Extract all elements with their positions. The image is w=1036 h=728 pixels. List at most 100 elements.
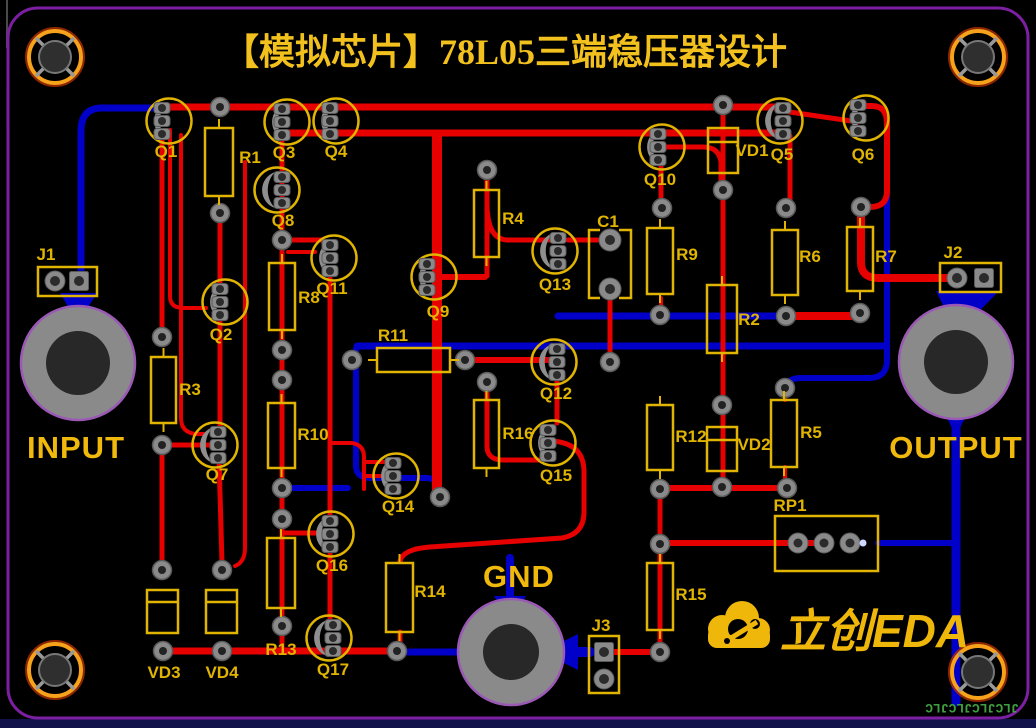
pad-gnd[interactable] — [456, 597, 566, 707]
via[interactable] — [271, 508, 293, 530]
via[interactable] — [209, 202, 231, 224]
component-Q7[interactable]: Q7 — [191, 421, 239, 485]
component-R7[interactable]: R7 — [845, 218, 897, 300]
via[interactable] — [849, 302, 871, 324]
via[interactable] — [271, 369, 293, 391]
via[interactable] — [775, 305, 797, 327]
via[interactable] — [651, 197, 673, 219]
component-VD3[interactable]: VD3 — [145, 588, 181, 682]
via[interactable] — [271, 229, 293, 251]
via[interactable] — [649, 478, 671, 500]
component-Q14[interactable]: Q14 — [372, 452, 420, 517]
via[interactable] — [271, 615, 293, 637]
component-R16[interactable]: R16 — [472, 391, 534, 477]
ref-designator: R11 — [378, 326, 408, 345]
pad-hole — [554, 260, 562, 268]
via[interactable] — [649, 533, 671, 555]
component-VD1[interactable]: VD1 — [706, 126, 769, 175]
via[interactable] — [152, 640, 174, 662]
mounting-hole[interactable] — [25, 27, 85, 87]
component-R4[interactable]: R4 — [472, 181, 524, 266]
via[interactable] — [712, 94, 734, 116]
via[interactable] — [151, 559, 173, 581]
via[interactable] — [341, 349, 363, 371]
via[interactable] — [649, 641, 671, 663]
mounting-hole[interactable] — [948, 642, 1008, 702]
pin1-dot — [859, 539, 867, 547]
output-label[interactable]: OUTPUT — [889, 430, 1022, 465]
component-Q4[interactable]: Q4 — [312, 97, 360, 162]
component-R6[interactable]: R6 — [770, 221, 821, 304]
component-R14[interactable]: R14 — [384, 554, 446, 641]
component-R8[interactable]: R8 — [267, 254, 320, 339]
component-Q5[interactable]: Q5 — [756, 97, 804, 165]
via[interactable] — [151, 434, 173, 456]
via[interactable] — [151, 326, 173, 348]
component-Q2[interactable]: Q2 — [201, 278, 249, 345]
mounting-holes-layer[interactable] — [25, 27, 1008, 702]
component-R10[interactable]: R10 — [266, 394, 329, 477]
via[interactable] — [711, 394, 733, 416]
via[interactable] — [599, 351, 621, 373]
via[interactable] — [209, 96, 231, 118]
via[interactable] — [712, 179, 734, 201]
traces-top-layer[interactable] — [158, 103, 958, 655]
via[interactable] — [211, 559, 233, 581]
component-Q15[interactable]: Q15 — [529, 419, 577, 486]
component-Q10[interactable]: Q10 — [638, 123, 686, 190]
component-VD4[interactable]: VD4 — [204, 588, 239, 682]
component-R12[interactable]: R12 — [645, 396, 707, 479]
via[interactable] — [476, 371, 498, 393]
via[interactable] — [649, 304, 671, 326]
component-R15[interactable]: R15 — [645, 554, 707, 639]
component-Q11[interactable]: Q11 — [310, 234, 358, 299]
component-R3[interactable]: R3 — [149, 348, 201, 432]
via[interactable] — [850, 196, 872, 218]
pad-output[interactable] — [897, 303, 1015, 421]
big-pads-layer[interactable] — [19, 303, 1015, 707]
component-Q1[interactable]: Q1 — [145, 97, 193, 162]
component-Q3[interactable]: Q3 — [263, 98, 311, 163]
via[interactable] — [776, 477, 798, 499]
component-R5[interactable]: R5 — [769, 391, 822, 476]
via[interactable] — [429, 486, 451, 508]
via[interactable] — [271, 339, 293, 361]
mounting-hole[interactable] — [25, 640, 85, 700]
input-label[interactable]: INPUT — [27, 430, 125, 465]
component-Q16[interactable]: Q16 — [307, 510, 355, 576]
via[interactable] — [774, 377, 796, 399]
mounting-hole[interactable] — [948, 27, 1008, 87]
component-Q13[interactable]: Q13 — [531, 227, 579, 295]
pad-hole — [423, 286, 431, 294]
header-J2[interactable]: J2 — [938, 243, 1003, 294]
via[interactable] — [711, 476, 733, 498]
ref-designator: Q3 — [273, 143, 296, 162]
component-Q17[interactable]: Q17 — [305, 614, 353, 680]
board-title[interactable]: 【模拟芯片】78L05三端稳压器设计 — [223, 32, 787, 72]
potentiometer-RP1[interactable]: RP1 — [773, 496, 880, 573]
via[interactable] — [775, 197, 797, 219]
component-Q8[interactable]: Q8 — [253, 166, 301, 231]
component-R11[interactable]: R11 — [368, 326, 459, 374]
component-VD2[interactable]: VD2 — [705, 425, 771, 473]
component-C1[interactable]: C1 — [587, 212, 633, 301]
via[interactable] — [271, 477, 293, 499]
gnd-label[interactable]: GND — [483, 559, 555, 594]
component-Q12[interactable]: Q12 — [530, 338, 578, 404]
component-R9[interactable]: R9 — [645, 219, 698, 303]
component-Q9[interactable]: Q9 — [410, 253, 458, 322]
header-J3[interactable]: J3 — [587, 616, 621, 695]
pad-input[interactable] — [19, 304, 137, 422]
component-Q6[interactable]: Q6 — [842, 94, 890, 165]
ref-designator: R9 — [676, 245, 698, 264]
pad-hole — [278, 118, 286, 126]
component-R1[interactable]: R1 — [203, 119, 261, 205]
via[interactable] — [476, 159, 498, 181]
via[interactable] — [211, 640, 233, 662]
component-R13[interactable]: R13 — [265, 529, 297, 659]
component-R2[interactable]: R2 — [705, 276, 760, 362]
board-outline[interactable] — [6, 6, 1030, 720]
via[interactable] — [386, 640, 408, 662]
header-J1[interactable]: J1 — [37, 245, 99, 298]
